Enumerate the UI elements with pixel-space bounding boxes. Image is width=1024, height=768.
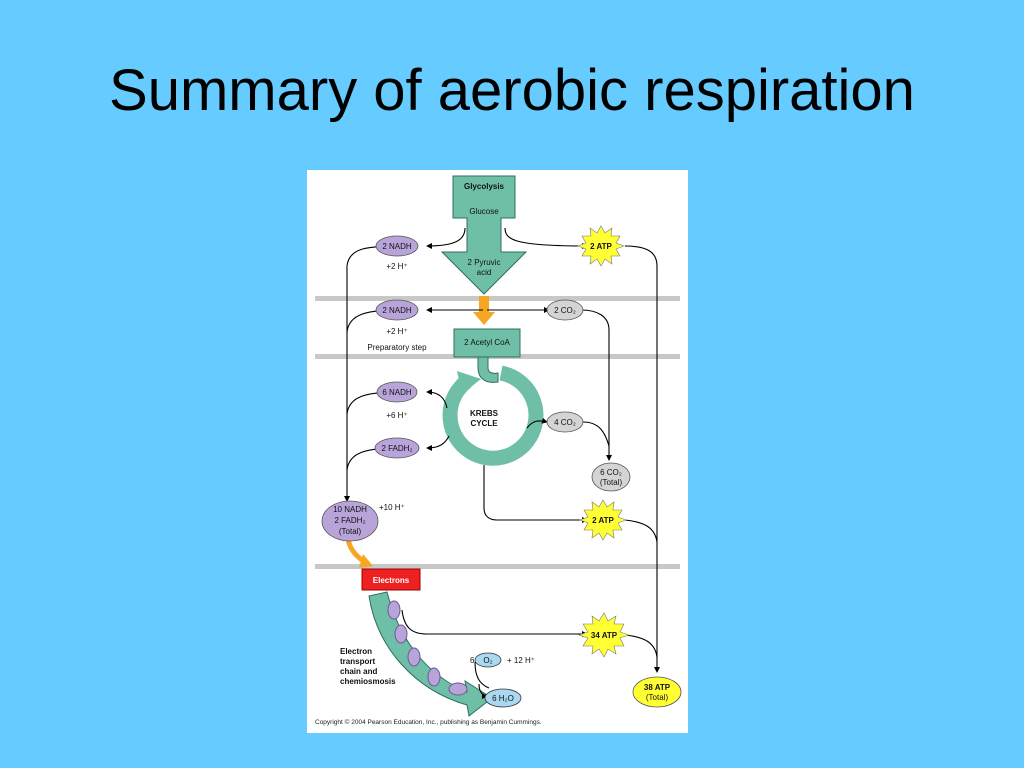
h-prep-label: +2 H⁺ <box>386 327 407 336</box>
krebs-label: KREBS <box>470 409 499 418</box>
krebs-label: CYCLE <box>470 419 498 428</box>
etc-protein <box>394 624 408 644</box>
krebs-to-fadh <box>426 435 450 451</box>
slide-title: Summary of aerobic respiration <box>109 58 915 123</box>
etc-label: Electron <box>340 647 372 656</box>
total-carriers-ellipse <box>321 500 379 542</box>
etc-label: chain and <box>340 667 377 676</box>
etc-protein <box>407 647 421 667</box>
glycolysis-to-nadh <box>426 227 466 249</box>
electron-transport-band <box>368 591 493 717</box>
nadh-krebs-label: 6 NADH <box>382 388 412 397</box>
oxygen-arrow <box>474 661 490 689</box>
o2-label: O₂ <box>483 656 492 665</box>
nadh-krebs-ellipse <box>376 381 418 403</box>
glycolysis-to-atp <box>504 227 588 249</box>
glycolysis-label: Glycolysis <box>464 182 505 191</box>
atp-krebs-star <box>579 499 627 541</box>
atp-branch <box>624 634 658 658</box>
prep-step-label: Preparatory step <box>367 343 427 352</box>
co2-krebs-to-total <box>582 421 610 447</box>
copyright-text: Copyright © 2004 Pearson Education, Inc.… <box>315 718 542 726</box>
atp-total-label: (Total) <box>646 693 669 702</box>
atp-etc-star <box>578 612 630 658</box>
nadh-glycolysis-ellipse <box>375 235 419 257</box>
atp-glycolysis-star <box>577 225 625 267</box>
water-ellipse <box>484 688 522 708</box>
electron-transfer-arrow <box>473 296 495 325</box>
o2-coefficient-label: 6 <box>470 656 475 665</box>
atp-krebs-label: 2 ATP <box>592 516 614 525</box>
o2-ellipse <box>474 652 502 668</box>
krebs-cycle-ring <box>442 365 544 466</box>
krebs-to-atp <box>483 465 588 523</box>
etc-to-atp <box>401 609 588 637</box>
krebs-connector <box>477 356 499 383</box>
fadh-krebs-label: 2 FADH₂ <box>381 444 412 453</box>
glucose-label: Glucose <box>469 207 499 216</box>
co2-total-ellipse <box>591 462 631 492</box>
separator-band <box>315 296 680 301</box>
co2-prep-ellipse <box>546 299 584 321</box>
krebs-cycle-arrowhead <box>457 371 481 394</box>
separator-band <box>315 564 680 569</box>
atp-glycolysis-label: 2 ATP <box>590 242 612 251</box>
h-krebs-label: +6 H⁺ <box>386 411 407 420</box>
co2-krebs-ellipse <box>546 411 584 433</box>
etc-protein <box>387 600 401 620</box>
electrons-box <box>361 568 421 591</box>
total-carriers-label: 10 NADH <box>333 505 367 514</box>
acetyl-coa-label: 2 Acetyl CoA <box>464 338 510 347</box>
etc-label: transport <box>340 657 375 666</box>
atp-branch <box>624 519 658 543</box>
co2-krebs-label: 4 CO₂ <box>554 418 576 427</box>
krebs-to-co2 <box>526 417 548 429</box>
pyruvic-label: 2 Pyruvic <box>468 258 501 267</box>
co2-total-label: (Total) <box>600 478 623 487</box>
h-total-label: +10 H⁺ <box>379 503 405 512</box>
co2-prep-label: 2 CO₂ <box>554 306 576 315</box>
krebs-to-nadh <box>426 389 448 409</box>
nadh-prep-label: 2 NADH <box>382 306 412 315</box>
fadh-krebs-ellipse <box>374 437 420 459</box>
electron-flow-arrowhead <box>359 554 373 568</box>
atp-etc-label: 34 ATP <box>591 631 618 640</box>
pyruvic-label: acid <box>477 268 492 277</box>
total-carriers-label: 2 FADH₂ <box>334 516 365 525</box>
water-label: 6 H₂O <box>492 694 514 703</box>
etc-protein <box>427 667 441 687</box>
co2-to-total <box>580 309 612 461</box>
atp-total-ellipse <box>632 676 682 708</box>
nadh-glycolysis-label: 2 NADH <box>382 242 412 251</box>
glycolysis-arrow <box>440 175 528 295</box>
respiration-diagram: Glycolysis Glucose 2 Pyruvic acid 2 NADH… <box>307 170 688 733</box>
total-carriers-label: (Total) <box>339 527 362 536</box>
atp-total-label: 38 ATP <box>644 683 671 692</box>
etc-protein <box>448 682 468 696</box>
h-glycolysis-label: +2 H⁺ <box>386 262 407 271</box>
etc-label: chemiosmosis <box>340 677 396 686</box>
diagram-canvas: Glycolysis Glucose 2 Pyruvic acid 2 NADH… <box>315 175 682 726</box>
nadh-prep-ellipse <box>375 299 419 321</box>
atp-branch <box>624 245 658 267</box>
acetyl-coa-box <box>453 328 521 358</box>
h-etc-label: + 12 H⁺ <box>507 656 535 665</box>
co2-total-label: 6 CO₂ <box>600 468 622 477</box>
electrons-label: Electrons <box>373 576 410 585</box>
